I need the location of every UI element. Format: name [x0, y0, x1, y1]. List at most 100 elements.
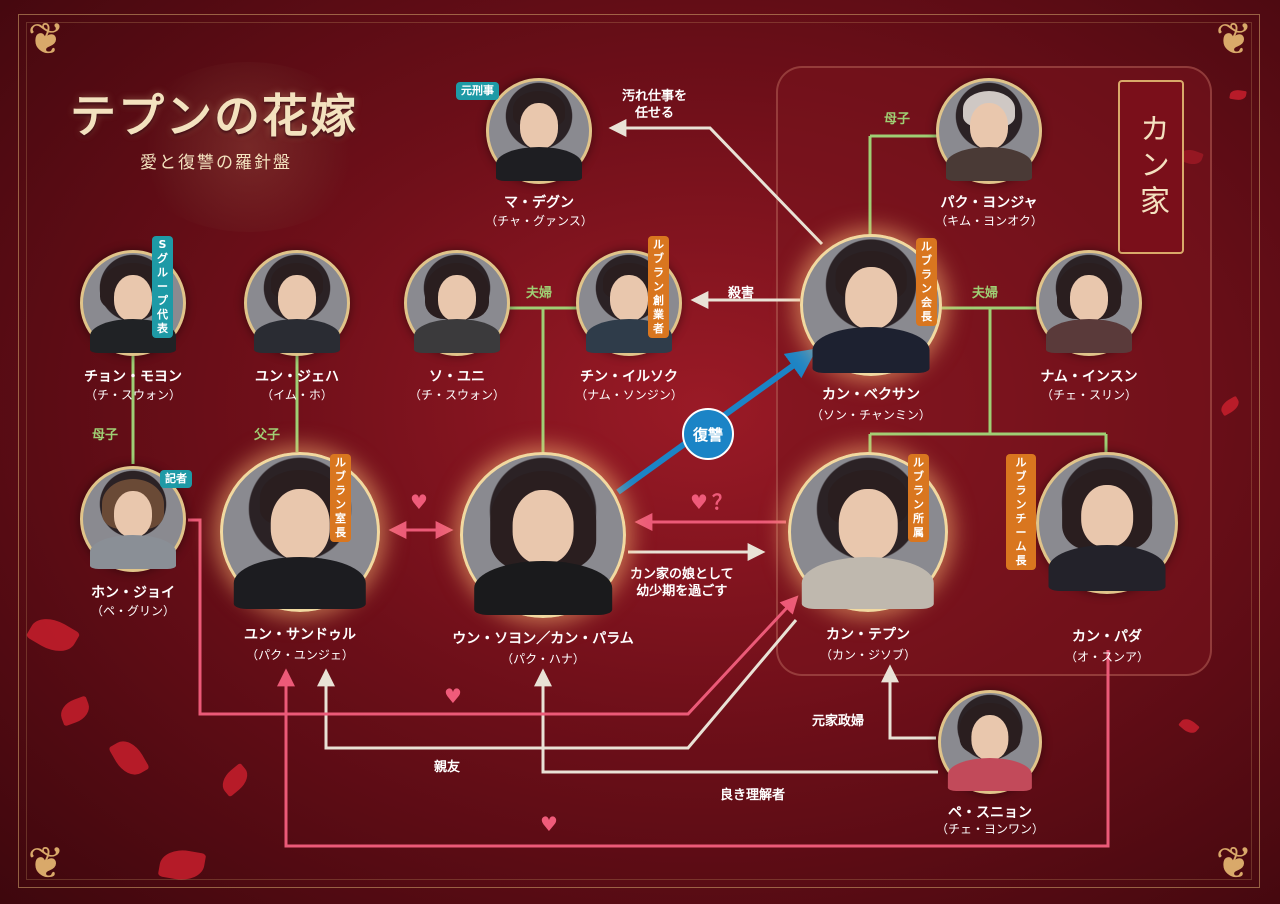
label-raised-as-daughter: カン家の娘として 幼少期を過ごす: [630, 566, 734, 600]
label-dirty-work: 汚れ仕事を 任せる: [622, 88, 687, 122]
body-shape: [254, 319, 340, 353]
face-shape: [278, 275, 316, 321]
line-dirty-work: [608, 119, 824, 246]
portrait-park-yongja: [936, 78, 1042, 184]
actor-jeong-moyeon: （チ・スウォン）: [84, 388, 181, 402]
actor-yun-sandeul: （パク・ユンジェ）: [246, 648, 354, 662]
actor-kang-tepun: （カン・ジソブ）: [819, 648, 916, 662]
face-shape: [838, 488, 898, 560]
label-mother-child-jeong: 母子: [92, 428, 119, 443]
portrait-yun-jeha: [244, 250, 350, 356]
portrait-hong-joi: [80, 466, 186, 572]
body-shape: [233, 556, 367, 609]
label-raised-as-daughter-text: カン家の娘として 幼少期を過ごす: [630, 567, 734, 599]
line-good-understander: [534, 668, 938, 774]
actor-jin-ilsok: （ナム・ソンジン）: [575, 388, 683, 402]
actor-yun-jeha: （イム・ホ）: [261, 388, 333, 402]
body-shape: [414, 319, 500, 353]
revenge-label: 復讐: [692, 425, 723, 444]
actor-kang-pada: （オ・スンア）: [1064, 650, 1149, 664]
line-love-joi-tepun: [188, 518, 799, 716]
body-shape: [496, 147, 582, 181]
actor-nam-insun: （チェ・スリン）: [1040, 388, 1137, 402]
name-kang-pada: カン・パダ: [1072, 629, 1142, 645]
actor-kang-beksan: （ソン・チャンミン）: [811, 408, 931, 422]
portrait-yun-sandeul: [220, 452, 380, 612]
name-jeong-moyeon: チョン・モヨン: [84, 369, 182, 385]
name-yun-sandeul: ユン・サンドゥル: [244, 627, 356, 643]
badge-kang-pada: ルブラン チーム長: [1006, 454, 1036, 570]
revenge-badge: 復讐: [682, 408, 734, 460]
line-best-friend: [317, 619, 798, 750]
body-shape: [946, 147, 1032, 181]
badge-jeong-moyeon-text: Sグループ 代表: [157, 238, 168, 335]
badge-kang-beksan-text: ルブラン 会長: [921, 240, 932, 323]
actor-so-yuni: （チ・スウォン）: [408, 388, 505, 402]
line-love-pada-sandeul: [277, 650, 1110, 848]
body-shape: [90, 535, 176, 569]
label-couple-jin: 夫婦: [526, 286, 553, 301]
actor-eun-soyeon: （パク・ハナ）: [501, 652, 585, 666]
corner-ornament-icon: ❦: [27, 838, 65, 889]
name-ma-degun: マ・デグン: [504, 195, 574, 211]
actor-ma-degun: （チャ・グァンス）: [485, 214, 593, 228]
portrait-eun-soyeon: [460, 452, 626, 618]
body-shape: [1046, 319, 1132, 353]
actor-park-yongja: （キム・ヨンオク）: [935, 214, 1043, 228]
body-shape: [947, 757, 1033, 791]
heart-icon: ♥: [540, 812, 558, 836]
corner-ornament-icon: ❦: [1215, 14, 1253, 65]
heart-icon: ♥: [690, 490, 708, 514]
name-kang-beksan: カン・ベクサン: [822, 387, 920, 403]
body-shape: [801, 556, 935, 609]
actor-pe-sunyeon: （チェ・ヨンワン）: [935, 822, 1044, 836]
portrait-nam-insun: [1036, 250, 1142, 356]
face-shape: [270, 488, 330, 560]
label-good-understander: 良き理解者: [720, 788, 786, 803]
label-former-housekeeper: 元家政婦: [812, 714, 865, 729]
name-park-yongja: パク・ヨンジャ: [940, 195, 1038, 211]
badge-ma-degun: 元刑事: [456, 82, 499, 100]
badge-jin-ilsok-text: ルブラン 創業者: [653, 238, 664, 335]
body-shape: [474, 560, 612, 615]
body-shape: [1048, 544, 1166, 591]
badge-yun-sandeul-text: ルブラン 室長: [335, 456, 346, 539]
face-shape: [970, 103, 1008, 149]
body-shape: [812, 326, 930, 373]
badge-hong-joi: 記者: [160, 470, 192, 488]
face-shape: [845, 266, 897, 330]
badge-kang-tepun-text: ルブラン 所属: [913, 456, 924, 539]
face-shape: [1070, 275, 1108, 321]
face-shape: [512, 490, 574, 564]
name-pe-sunyeon: ペ・スニョン: [948, 805, 1032, 821]
name-nam-insun: ナム・インスン: [1040, 369, 1138, 385]
label-murder: 殺害: [728, 286, 755, 301]
face-shape: [520, 103, 558, 149]
badge-kang-beksan: ルブラン 会長: [916, 238, 937, 326]
label-mother-child-kang: 母子: [884, 112, 911, 127]
name-so-yuni: ソ・ユニ: [429, 369, 485, 385]
heart-icon: ♥: [444, 684, 462, 708]
kang-family-label-text: カン家: [1134, 113, 1169, 221]
name-yun-jeha: ユン・ジェハ: [255, 369, 339, 385]
name-jin-ilsok: チン・イルソク: [580, 369, 678, 385]
face-shape: [610, 275, 648, 321]
label-best-friend: 親友: [434, 760, 461, 775]
name-eun-soyeon: ウン・ソヨン／カン・パラム: [452, 631, 634, 647]
actor-hong-joi: （ペ・グリン）: [90, 604, 175, 618]
portrait-so-yuni: [404, 250, 510, 356]
corner-ornament-icon: ❦: [1215, 838, 1253, 889]
portrait-kang-pada: [1036, 452, 1178, 594]
name-kang-tepun: カン・テプン: [826, 627, 910, 643]
badge-jeong-moyeon: Sグループ 代表: [152, 236, 173, 338]
compass-emblem: [128, 62, 368, 232]
label-couple-kang: 夫婦: [972, 286, 999, 301]
title-main: テプンの花嫁: [70, 89, 358, 143]
portrait-ma-degun: [486, 78, 592, 184]
face-shape: [114, 275, 152, 321]
question-mark: ？: [712, 490, 732, 514]
badge-kang-pada-text: ルブラン チーム長: [1015, 456, 1027, 567]
badge-yun-sandeul: ルブラン 室長: [330, 454, 351, 542]
face-shape: [1081, 484, 1133, 548]
